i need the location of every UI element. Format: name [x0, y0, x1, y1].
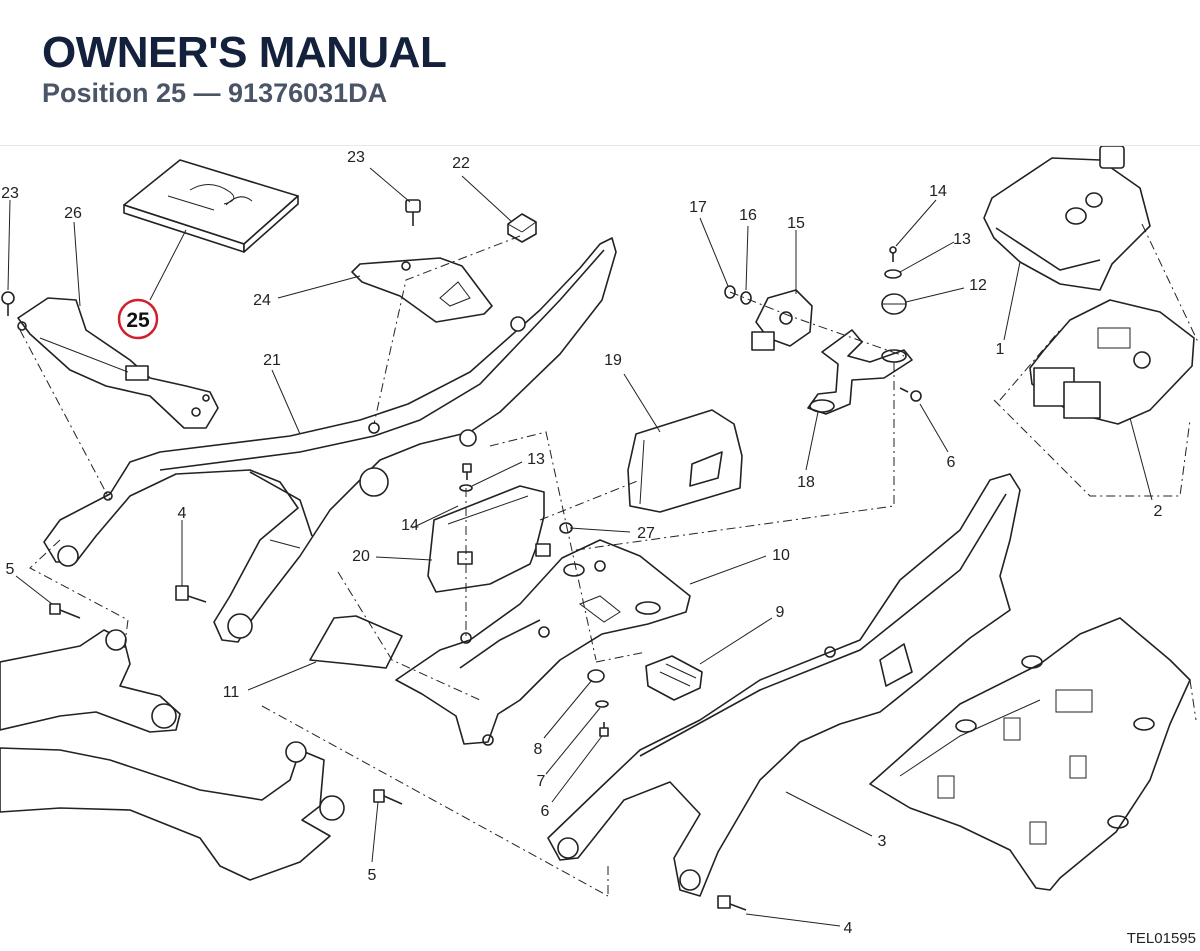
rear-frame[interactable]	[547, 473, 1021, 897]
callout-label: 11	[223, 684, 240, 701]
callout-label: 27	[637, 525, 655, 542]
callout-label: 9	[776, 604, 785, 621]
ecu-cover[interactable]	[983, 146, 1151, 291]
page-title: OWNER'S MANUAL	[42, 28, 447, 77]
ecu-unit[interactable]	[1029, 299, 1195, 425]
callout-label: 17	[689, 199, 707, 216]
bolt-23-top[interactable]	[405, 199, 421, 226]
screw-14-top[interactable]	[889, 246, 897, 262]
screw-14-mid[interactable]	[462, 463, 472, 480]
callout-label: 3	[878, 833, 887, 850]
callout-label: 8	[534, 741, 543, 758]
callout-label: 6	[947, 454, 956, 471]
rubber-cap[interactable]	[507, 213, 537, 243]
screw-6-lower[interactable]	[599, 722, 609, 737]
washer-16[interactable]	[740, 291, 752, 305]
callout-label: 4	[178, 505, 187, 522]
callout-label: 16	[739, 207, 757, 224]
callout-label: 22	[452, 155, 470, 172]
callout-label: 10	[772, 547, 790, 564]
callout-label: 15	[787, 215, 805, 232]
screw-6-right[interactable]	[899, 387, 922, 402]
mounting-plate[interactable]	[351, 257, 493, 323]
battery-cover[interactable]	[627, 409, 743, 513]
callout-label: 24	[253, 292, 271, 309]
bolt-5-left[interactable]	[49, 603, 81, 619]
callout-label: 12	[969, 277, 987, 294]
callout-label: 23	[1, 185, 19, 202]
callout-label: 21	[263, 352, 281, 369]
callout-label: 14	[929, 183, 947, 200]
electrical-tray[interactable]	[869, 617, 1191, 891]
washer-13-top[interactable]	[884, 269, 902, 279]
callout-label: 4	[844, 920, 853, 937]
exploded-parts-diagram: 25	[0, 146, 1200, 951]
callout-label: 7	[537, 773, 546, 790]
callout-label: 13	[527, 451, 545, 468]
svg-text:25: 25	[126, 309, 150, 332]
battery-bracket[interactable]	[427, 485, 551, 593]
callout-label: 14	[401, 517, 419, 534]
rubber-pad[interactable]	[645, 655, 703, 701]
bolt-23-left[interactable]	[1, 291, 15, 316]
left-bracket[interactable]	[17, 297, 219, 429]
switch-bracket[interactable]	[807, 329, 913, 415]
callout-label: 1	[996, 341, 1005, 358]
bolt-5-lower[interactable]	[373, 789, 403, 805]
callout-label: 6	[541, 803, 550, 820]
drawing-reference: TEL01595	[1126, 930, 1196, 947]
washer-7[interactable]	[595, 700, 609, 708]
callout-label: 23	[347, 149, 365, 166]
battery-tray[interactable]	[395, 539, 691, 746]
callout-label: 26	[64, 205, 82, 222]
callout-label: 18	[797, 474, 815, 491]
rear-subframe[interactable]	[43, 237, 617, 643]
bolt-4-lower[interactable]	[717, 895, 747, 911]
page-header: OWNER'S MANUAL Position 25 — 91376031DA	[0, 0, 1200, 146]
position-25-highlight[interactable]: 25	[117, 298, 159, 340]
callout-label: 2	[1154, 503, 1163, 520]
key-switch[interactable]	[751, 289, 813, 351]
rubber-grommet-12[interactable]	[881, 293, 907, 315]
heat-shield[interactable]	[309, 615, 403, 669]
grommet-8[interactable]	[587, 669, 605, 683]
callout-label: 13	[953, 231, 971, 248]
callout-label: 5	[368, 867, 377, 884]
callout-label: 20	[352, 548, 370, 565]
main-frame-outline	[0, 629, 345, 881]
callout-label: 5	[6, 561, 15, 578]
bolt-4-left[interactable]	[175, 585, 207, 603]
owners-manual-booklet[interactable]	[123, 159, 299, 253]
page-subtitle: Position 25 — 91376031DA	[42, 78, 388, 108]
callout-label: 19	[604, 352, 622, 369]
